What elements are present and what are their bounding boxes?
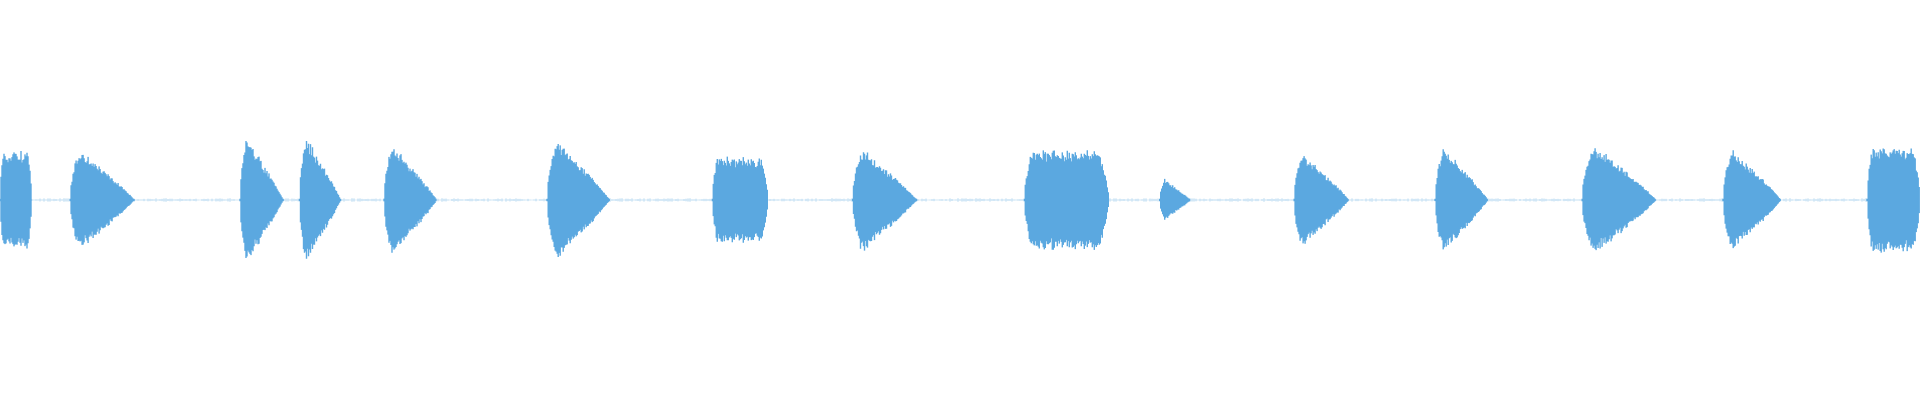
waveform-burst-11 [1293,156,1349,244]
waveform-burst-1 [0,151,32,249]
waveform-burst-3 [239,141,284,258]
waveform-burst-15 [1866,148,1920,253]
waveform-burst-7 [711,156,768,243]
waveform-burst-13 [1581,148,1656,251]
waveform-burst-8 [851,152,918,251]
waveform-burst-4 [298,141,342,259]
burst-layer [0,141,1920,259]
waveform-burst-6 [546,144,610,257]
waveform-burst-12 [1434,149,1488,250]
waveform-burst-10 [1159,178,1191,220]
waveform-burst-2 [69,154,135,245]
waveform-burst-9 [1023,150,1109,250]
waveform-burst-14 [1722,150,1781,249]
waveform-burst-5 [383,149,437,253]
